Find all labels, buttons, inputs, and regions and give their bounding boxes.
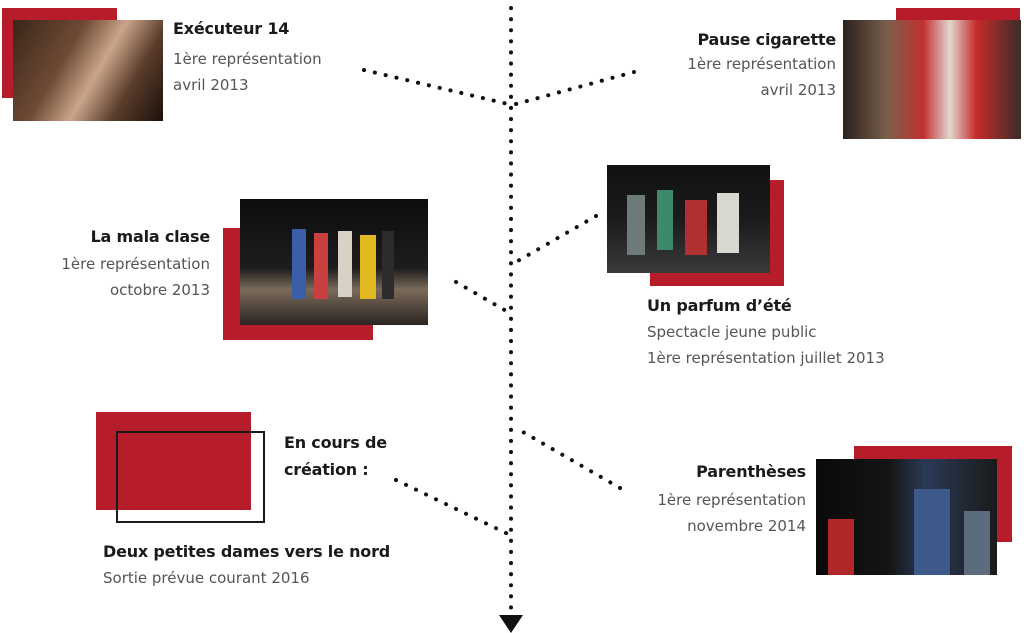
photo-un-parfum-dete: [607, 165, 770, 273]
placeholder-frame: [116, 431, 265, 523]
item-title: Un parfum d’été: [647, 296, 792, 315]
item-line: 1ère représentation juillet 2013: [647, 349, 885, 367]
connector-parentheses: [514, 426, 622, 490]
item-title: Pause cigarette: [697, 30, 836, 49]
connector-pause: [514, 70, 636, 106]
item-line: avril 2013: [760, 81, 836, 99]
item-line: 1ère représentation: [657, 491, 806, 509]
item-title: La mala clase: [90, 227, 211, 246]
photo-parentheses: [816, 459, 997, 575]
upcoming-heading: création :: [284, 460, 369, 479]
item-line: 1ère représentation: [687, 55, 836, 73]
connector-mala: [454, 280, 510, 314]
upcoming-subtitle: Sortie prévue courant 2016: [103, 569, 310, 587]
item-line: avril 2013: [173, 76, 249, 94]
upcoming-title: Deux petites dames vers le nord: [103, 542, 391, 561]
accent-block: [96, 412, 251, 510]
connector-creation: [394, 478, 510, 536]
item-title: Parenthèses: [696, 462, 806, 481]
upcoming-heading: En cours de: [284, 433, 387, 452]
connector-parfum: [514, 214, 598, 264]
item-line: octobre 2013: [109, 281, 210, 299]
down-arrow-icon: [499, 615, 523, 633]
photo-executeur: [13, 20, 163, 121]
item-line: 1ère représentation: [173, 50, 322, 68]
photo-la-mala-clase: [240, 199, 428, 325]
item-line: novembre 2014: [687, 517, 806, 535]
connector-executeur: [362, 68, 510, 106]
photo-pause-cigarette: [843, 20, 1021, 139]
item-line: 1ère représentation: [61, 255, 210, 273]
item-line: Spectacle jeune public: [647, 323, 817, 341]
item-title: Exécuteur 14: [173, 19, 290, 38]
